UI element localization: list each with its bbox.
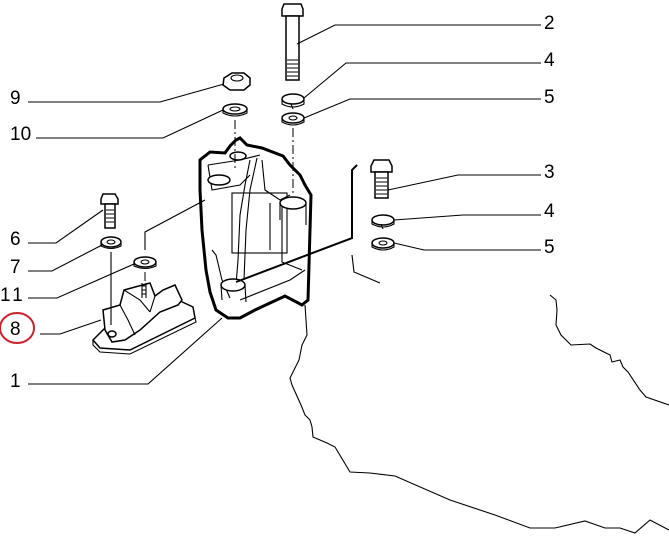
callout-2[interactable]: 2 [544, 13, 555, 34]
flat-washer-lower [371, 237, 395, 251]
split-lock-washer-upper [281, 93, 305, 110]
callout-9[interactable]: 9 [10, 88, 21, 109]
callout-5-upper[interactable]: 5 [544, 87, 555, 108]
small-bolt [100, 193, 119, 229]
callout-4-upper[interactable]: 4 [544, 50, 555, 71]
mount-washer [133, 256, 157, 270]
callout-5-lower[interactable]: 5 [544, 237, 555, 258]
long-bolt [281, 3, 304, 81]
leader-9 [28, 83, 225, 103]
axis-line-short-bolt [235, 164, 358, 283]
leader-6 [28, 209, 104, 244]
callout-8[interactable]: 8 [10, 319, 21, 340]
leader-4a [303, 62, 541, 99]
small-washer [100, 236, 122, 250]
leader-11 [28, 263, 135, 299]
leader-10 [36, 109, 224, 139]
leader-1 [28, 317, 223, 385]
callout-6[interactable]: 6 [10, 229, 21, 250]
mount-bracket [198, 136, 313, 320]
callout-11[interactable]: 11 [0, 285, 26, 306]
highlight-circle [0, 312, 35, 344]
leader-7 [28, 244, 103, 272]
leader-4b [393, 214, 541, 221]
axis-line-mount [144, 199, 206, 250]
nut-washer [222, 103, 248, 117]
callout-3[interactable]: 3 [544, 162, 555, 183]
leader-2 [296, 24, 541, 45]
engine-outline [289, 254, 669, 534]
callout-4-lower[interactable]: 4 [544, 201, 555, 222]
leader-3 [387, 174, 541, 191]
short-bolt [370, 159, 393, 199]
leader-5b [393, 242, 541, 251]
leader-lines [28, 24, 541, 385]
split-lock-washer-lower [371, 214, 395, 230]
leader-5a [303, 98, 541, 119]
callout-7[interactable]: 7 [10, 257, 21, 278]
rubber-mount [91, 282, 197, 355]
leader-8 [40, 319, 102, 335]
flat-washer-upper [281, 112, 305, 126]
callout-1[interactable]: 1 [10, 371, 21, 392]
hex-nut [222, 72, 251, 91]
callout-10[interactable]: 10 [10, 124, 31, 145]
